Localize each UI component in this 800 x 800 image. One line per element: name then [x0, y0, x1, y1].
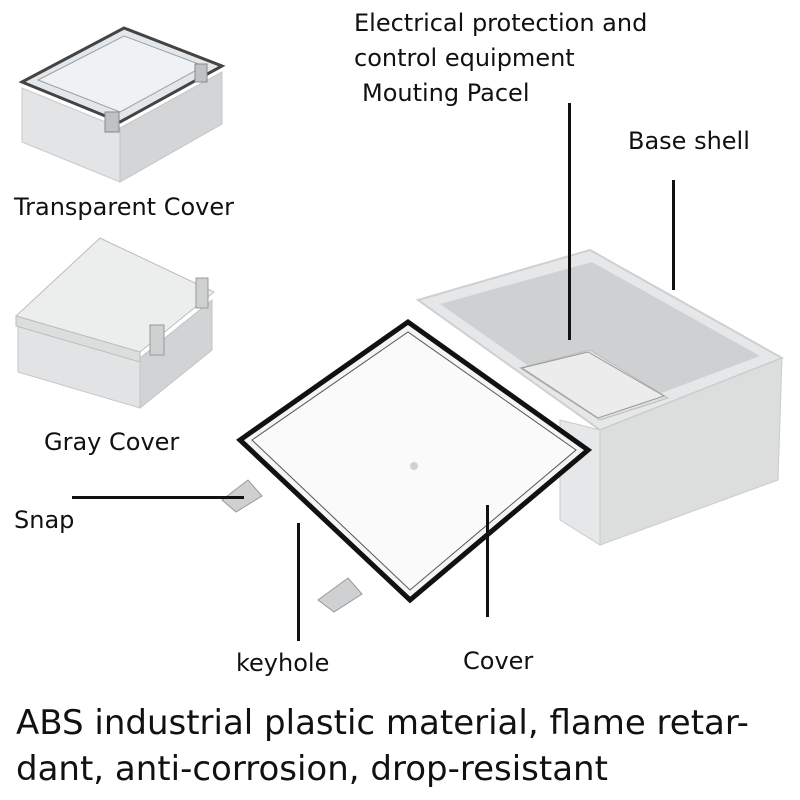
snap-pointer-line: [72, 496, 244, 499]
cover-label: Cover: [463, 647, 534, 675]
transparent-cover-box: [18, 26, 226, 183]
keyhole-pointer-line: [297, 523, 300, 641]
protection-label-line3: Mouting Pacel: [362, 79, 530, 107]
gray-cover-label: Gray Cover: [44, 428, 180, 456]
protection-label-line2: control equipment: [354, 44, 575, 72]
transparent-cover-label: Transparent Cover: [14, 193, 234, 221]
base-shell-label: Base shell: [628, 127, 750, 155]
material-description-line1: ABS industrial plastic material, flame r…: [16, 703, 749, 743]
material-description-line2: dant, anti-corrosion, drop-resistant: [16, 749, 608, 789]
protection-pointer-line: [568, 103, 571, 340]
material-description: ABS industrial plastic material, flame r…: [16, 700, 796, 792]
base-shell-pointer-line: [672, 180, 675, 290]
protection-label-line1: Electrical protection and: [354, 9, 648, 37]
keyhole-label: keyhole: [236, 649, 330, 677]
cover-pointer-line: [486, 505, 489, 617]
mounting-panel: [520, 351, 666, 419]
snap-label: Snap: [14, 506, 75, 534]
gray-cover-box: [15, 237, 215, 410]
